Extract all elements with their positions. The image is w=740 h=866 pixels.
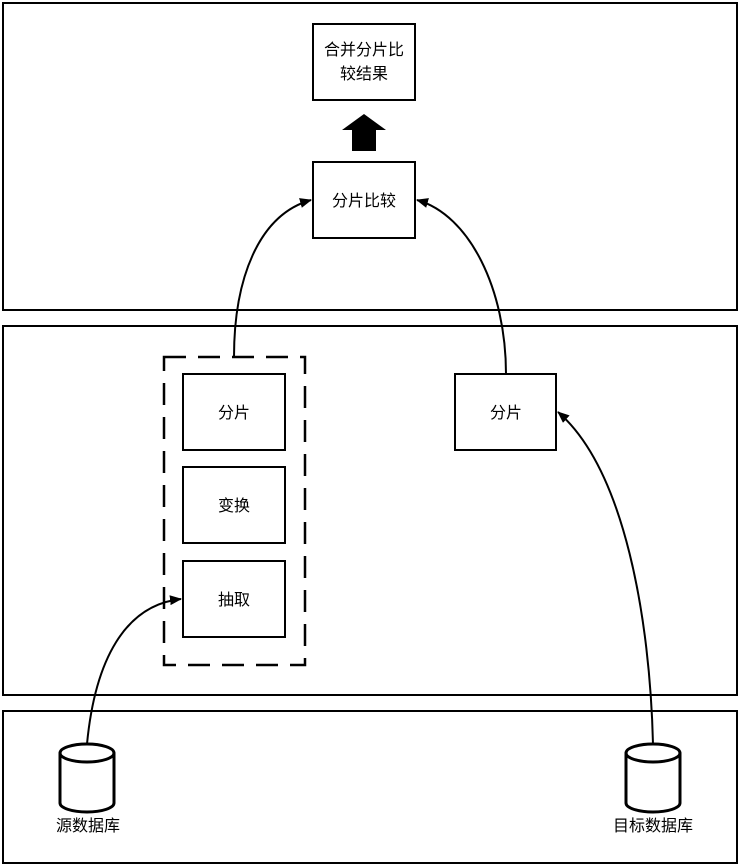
merge-result-label-line2: 较结果 [340,64,388,83]
target-database-icon [624,742,682,814]
merge-result-node: 合并分片比 较结果 [312,23,416,101]
extract-node: 抽取 [182,560,286,638]
shard-compare-node: 分片比较 [312,161,416,239]
merge-up-arrow [342,114,386,151]
source-shard-to-compare-arrow [233,198,312,358]
shard-compare-label: 分片比较 [332,191,396,210]
extract-label: 抽取 [218,590,250,609]
transform-label: 变换 [218,496,250,515]
transform-node: 变换 [182,466,286,544]
target-database-label: 目标数据库 [613,816,693,835]
source-db-to-extract-arrow [86,595,182,745]
merge-result-label-line1: 合并分片比 [324,40,404,59]
target-shard-label: 分片 [490,403,522,422]
compare-layer-panel [2,2,738,311]
source-database-label: 源数据库 [56,816,120,835]
target-db-to-target-shard-arrow [557,411,654,745]
target-shard-to-compare-arrow [416,198,507,375]
source-shard-label: 分片 [218,403,250,422]
data-source-layer-panel [2,710,738,864]
source-database-icon [58,742,116,814]
target-shard-node: 分片 [454,373,557,451]
processing-layer-panel [2,325,738,696]
source-shard-node: 分片 [182,373,286,451]
